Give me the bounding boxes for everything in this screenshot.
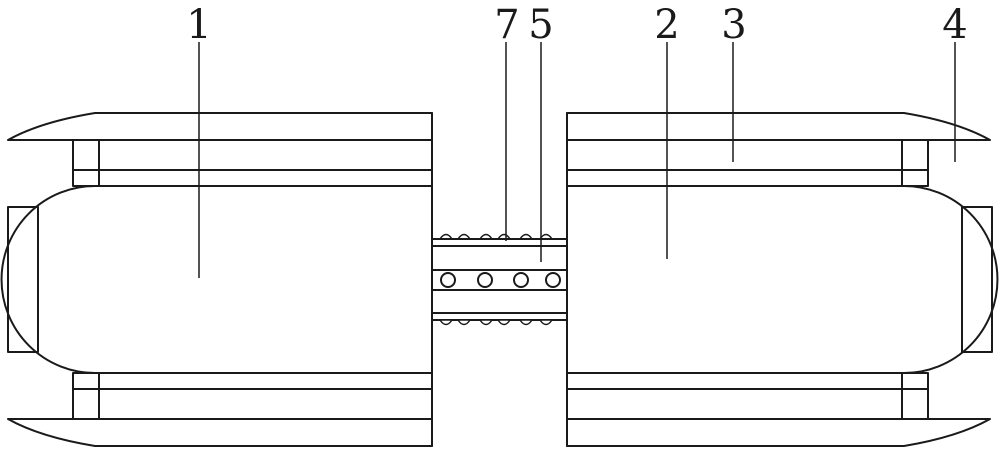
label-3: 3 <box>721 2 746 48</box>
left-top-post <box>72 139 100 187</box>
ball <box>477 272 493 288</box>
label-5: 5 <box>528 2 553 48</box>
right-capsule-body <box>566 185 999 374</box>
label-4: 4 <box>942 2 967 48</box>
right-assembly <box>566 112 999 447</box>
ball <box>545 272 561 288</box>
label-1: 1 <box>186 2 211 48</box>
upper-bumped-strip <box>431 233 568 247</box>
right-top-post <box>901 139 929 187</box>
right-side-block <box>961 206 993 353</box>
left-side-block <box>7 206 39 353</box>
label-2: 2 <box>654 2 679 48</box>
right-bottom-post <box>901 372 929 420</box>
left-assembly <box>0 112 433 447</box>
ball-channel <box>431 269 568 291</box>
ball <box>440 272 456 288</box>
right-top-plate <box>566 112 991 141</box>
left-bottom-post <box>72 372 100 420</box>
left-top-plate <box>7 112 433 141</box>
left-bottom-plate <box>7 418 433 447</box>
right-bottom-plate <box>566 418 991 447</box>
part-labels: 1 7 5 2 3 4 <box>186 2 967 48</box>
central-connector <box>431 233 568 326</box>
left-capsule-body <box>0 185 433 374</box>
leader-lines <box>198 42 956 278</box>
lower-bumped-strip <box>431 312 568 326</box>
label-7: 7 <box>494 2 519 48</box>
ball <box>513 272 529 288</box>
